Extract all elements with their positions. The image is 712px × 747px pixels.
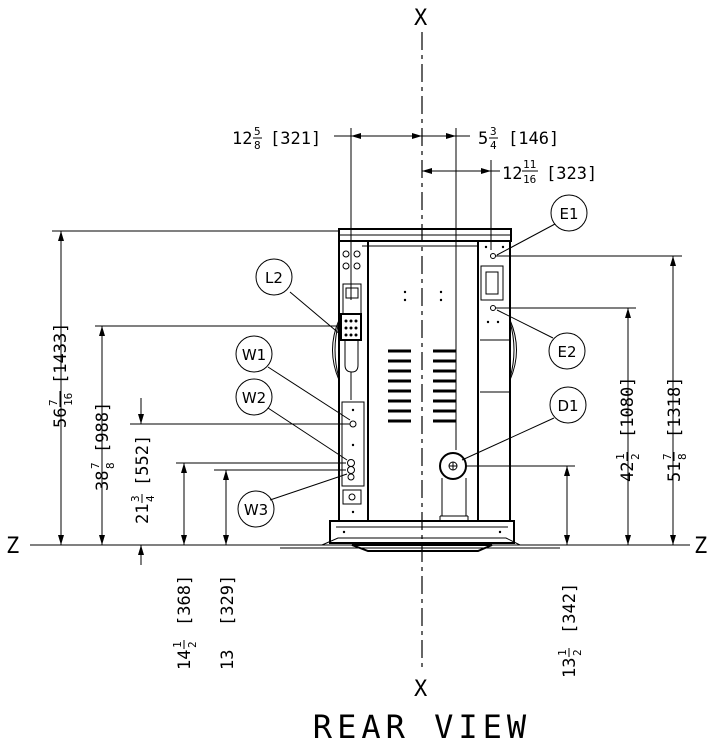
dimension-top-3: 12 11 16 [323] xyxy=(491,158,597,186)
svg-text:8: 8 xyxy=(676,453,689,460)
svg-text:7: 7 xyxy=(47,399,60,406)
svg-text:8: 8 xyxy=(254,139,261,152)
svg-text:4: 4 xyxy=(490,139,497,152)
svg-text:51: 51 xyxy=(665,462,685,482)
svg-text:7: 7 xyxy=(661,453,674,460)
svg-text:21: 21 xyxy=(133,504,153,524)
svg-text:8: 8 xyxy=(104,462,117,469)
dimension-right-1: 42 1 2 [1080] xyxy=(614,377,642,482)
callout-w3: W3 xyxy=(237,473,348,528)
svg-text:4: 4 xyxy=(144,495,157,502)
svg-text:W3: W3 xyxy=(244,501,268,519)
svg-text:7: 7 xyxy=(89,462,102,469)
svg-text:16: 16 xyxy=(62,393,75,406)
svg-text:1: 1 xyxy=(171,641,184,648)
svg-text:3: 3 xyxy=(490,125,497,138)
svg-text:12: 12 xyxy=(232,129,252,149)
dimension-top-2: 5 3 4 [146] xyxy=(478,125,559,152)
dimension-bottom-3: 13 1 2 [342] xyxy=(556,583,584,678)
svg-text:D1: D1 xyxy=(557,397,578,415)
top-dimension-lines xyxy=(334,128,492,450)
view-title: REAR VIEW xyxy=(313,708,531,746)
svg-text:W2: W2 xyxy=(242,389,266,407)
x-axis-label-top: X xyxy=(414,6,428,31)
svg-text:E1: E1 xyxy=(559,205,578,223)
left-dimension-lines xyxy=(52,230,350,565)
svg-text:E2: E2 xyxy=(557,343,576,361)
dimension-bottom-2: 13 [329] xyxy=(218,575,238,670)
dimension-top-1: 12 5 8 [321] xyxy=(232,125,321,152)
svg-text:[146]: [146] xyxy=(508,129,559,149)
svg-text:11: 11 xyxy=(523,158,536,171)
dimension-left-1: 56 7 16 [1433] xyxy=(47,323,75,428)
svg-text:1: 1 xyxy=(614,453,627,460)
svg-text:[368]: [368] xyxy=(175,575,195,626)
svg-text:[342]: [342] xyxy=(560,583,580,634)
x-axis-label-bottom: X xyxy=(414,677,428,702)
svg-text:16: 16 xyxy=(523,173,536,186)
dimension-right-2: 51 7 8 [1318] xyxy=(661,377,689,482)
svg-text:12: 12 xyxy=(502,164,522,184)
z-axis-label-right: Z xyxy=(694,534,707,559)
svg-text:5: 5 xyxy=(478,129,488,149)
svg-text:[323]: [323] xyxy=(546,164,597,184)
z-axis-label-left: Z xyxy=(6,534,19,559)
right-dimension-lines xyxy=(466,255,682,545)
svg-text:38: 38 xyxy=(93,471,113,491)
callout-e2: E2 xyxy=(496,309,586,370)
dimension-left-2: 38 7 8 [988] xyxy=(89,402,117,491)
svg-text:13: 13 xyxy=(560,658,580,678)
svg-text:[1080]: [1080] xyxy=(618,377,638,438)
svg-text:3: 3 xyxy=(129,495,142,502)
svg-text:56: 56 xyxy=(51,408,71,428)
svg-text:14: 14 xyxy=(175,650,195,670)
svg-text:W1: W1 xyxy=(242,346,266,364)
svg-text:[1318]: [1318] xyxy=(665,377,685,438)
svg-text:1: 1 xyxy=(556,649,569,656)
svg-text:2: 2 xyxy=(571,649,584,656)
svg-text:13: 13 xyxy=(218,650,238,670)
svg-text:2: 2 xyxy=(186,641,199,648)
callout-d1: D1 xyxy=(461,386,587,461)
svg-text:L2: L2 xyxy=(265,269,283,287)
svg-text:[1433]: [1433] xyxy=(51,323,71,384)
callout-w2: W2 xyxy=(235,378,348,461)
svg-text:42: 42 xyxy=(618,462,638,482)
svg-text:2: 2 xyxy=(629,453,642,460)
svg-text:5: 5 xyxy=(254,125,261,138)
svg-text:[329]: [329] xyxy=(218,575,238,626)
machine-outline xyxy=(280,228,560,552)
dimension-bottom-1: 14 1 2 [368] xyxy=(171,575,199,670)
callout-e1: E1 xyxy=(496,194,588,256)
dimension-left-3: 21 3 4 [552] xyxy=(129,435,157,524)
svg-text:[552]: [552] xyxy=(133,435,153,486)
svg-text:[321]: [321] xyxy=(270,129,321,149)
svg-text:[988]: [988] xyxy=(93,402,113,453)
callout-w1: W1 xyxy=(235,335,351,421)
callout-l2: L2 xyxy=(255,258,342,336)
